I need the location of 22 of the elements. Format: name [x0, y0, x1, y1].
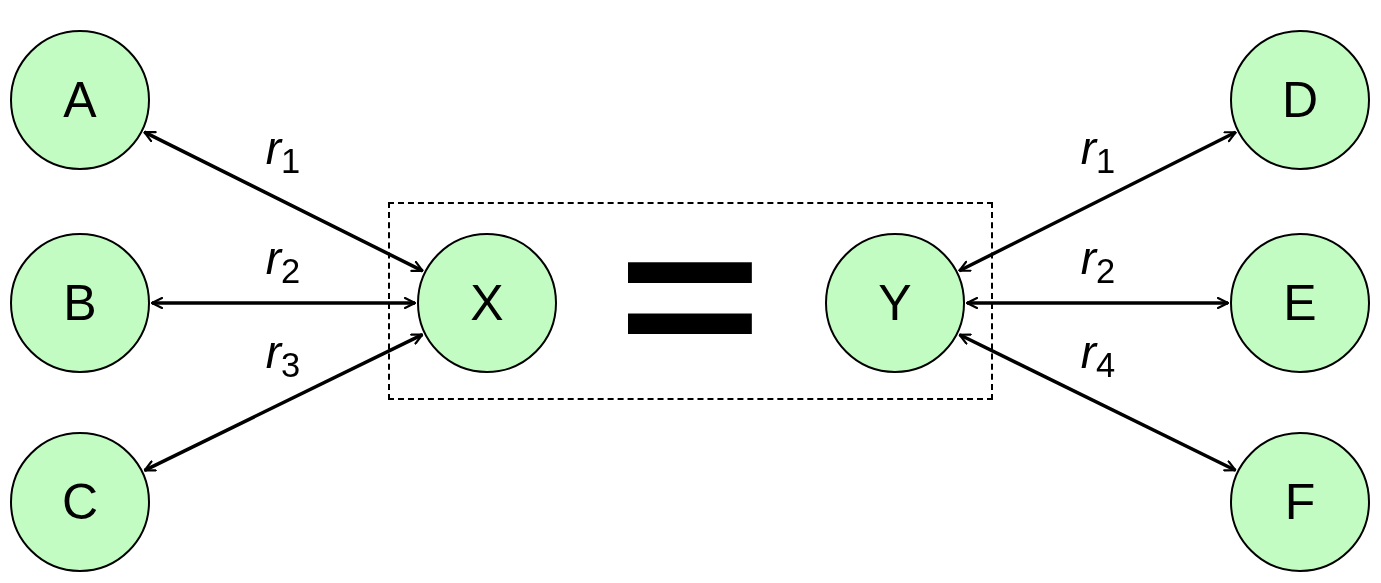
double-arrow [143, 130, 424, 273]
node-label: E [1283, 278, 1317, 328]
double-arrow [965, 296, 1230, 310]
edge-label: r$_{1}$ [1080, 125, 1116, 171]
node-label: A [63, 75, 97, 125]
double-arrow [150, 296, 417, 310]
edge-label: r$_{4}$ [1080, 329, 1116, 375]
equals-sign: = [616, 200, 764, 390]
edge-label: r$_{2}$ [1080, 235, 1116, 281]
edge-label: r$_{1}$ [265, 125, 301, 171]
node-label: X [470, 278, 504, 328]
double-arrow [958, 130, 1237, 273]
double-arrow [143, 333, 424, 472]
node-label: B [63, 278, 97, 328]
node-label: D [1281, 75, 1319, 125]
double-arrow [958, 333, 1237, 472]
node-label: Y [878, 278, 912, 328]
edge-label: r$_{2}$ [265, 235, 301, 281]
dashed-group-box [388, 202, 993, 400]
node-label: C [61, 477, 99, 527]
node-label: F [1284, 477, 1316, 527]
edge-label: r$_{3}$ [265, 329, 301, 375]
